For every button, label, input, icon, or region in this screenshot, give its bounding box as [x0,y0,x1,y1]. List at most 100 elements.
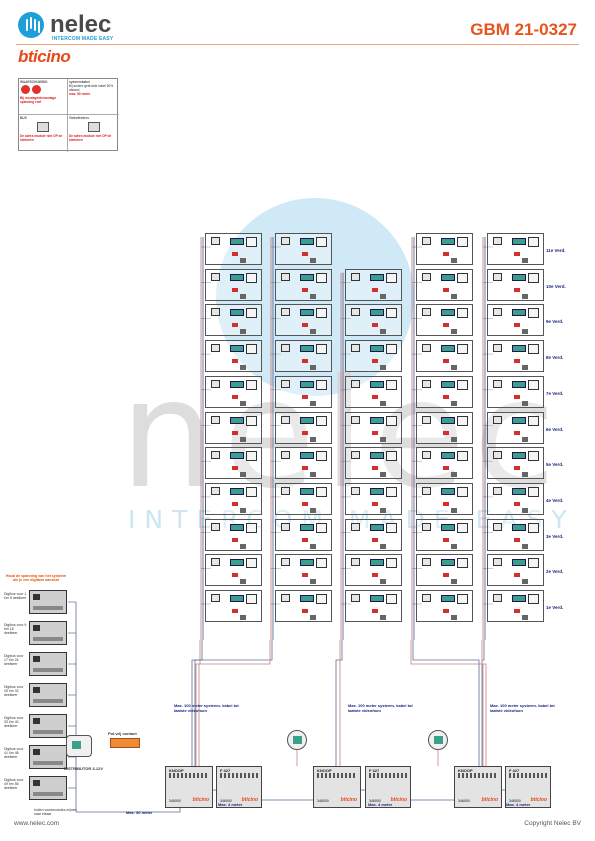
indicator-icon [443,359,449,364]
indicator-icon [443,573,449,578]
videophone-icon [246,379,257,390]
power-supply-icon [29,621,67,645]
module-code: 346000 [509,799,521,803]
videophone-icon [386,415,397,426]
apartment-panel [205,340,262,373]
bus-module-icon [351,344,360,353]
footer-website[interactable]: www.nelec.com [14,820,60,827]
videophone-icon [386,344,397,355]
bus-module-icon [351,451,360,460]
module-code: 346000 [369,799,381,803]
connector-icon [240,293,246,299]
connector-icon [240,579,246,585]
terminal-icon [370,345,384,353]
connector-icon [451,400,457,406]
videophone-icon [246,451,257,462]
indicator-icon [372,609,378,613]
bus-module-icon [351,594,360,602]
bus-module-icon [281,522,290,531]
bus-module-icon [211,308,220,317]
bus-module-icon [281,486,290,495]
terminal-icon [230,416,244,424]
terminal-icon [370,487,384,495]
bus-module-icon [351,272,360,281]
legend-video-title: Videofeeders [69,116,89,120]
terminal-icon [300,273,314,281]
terminal-icon [512,595,526,602]
apartment-panel [275,590,332,622]
connector-icon [240,400,246,406]
bus-module-icon [493,308,502,317]
legend-bus: BUS De adres module niet OP de klemmen [19,115,68,152]
bus-module-icon [422,344,431,353]
no-entry-icon [32,85,41,94]
indicator-icon [302,287,308,292]
supply-label: Digibus voor 33 t/m 40 deelkeer [4,716,24,728]
connector-icon [380,507,386,513]
apartment-panel [205,554,262,587]
power-supply-icon [29,714,67,738]
bus-module-icon [281,379,290,388]
indicator-icon [302,430,308,435]
videophone-icon [246,272,257,283]
videophone-icon [528,415,539,426]
indicator-icon [514,430,520,435]
apartment-panel [205,268,262,301]
connector-icon [451,472,457,478]
indicator-icon [232,537,238,542]
bus-module-icon [211,344,220,353]
terminal-icon [230,238,244,245]
videophone-icon [386,486,397,497]
bus-module-icon [422,451,431,460]
apartment-panel [205,233,262,265]
apartment-panel [205,411,262,444]
connector-icon [380,329,386,335]
bus-module-icon [493,272,502,281]
module-brand: bticino [530,797,547,803]
connector-icon [310,329,316,335]
partner-logo: bticino [18,47,71,66]
connector-icon [451,579,457,585]
module-brand: bticino [241,797,258,803]
videophone-icon [528,379,539,390]
videophone-icon [528,451,539,462]
module-label: F 427 [220,768,231,773]
connector-icon [240,615,246,620]
power-supply-icon [29,652,67,676]
indicator-icon [514,287,520,292]
connector-icon [522,472,528,478]
supply-label: Digibus voor 1 t/m 8 deelkeer [4,592,27,600]
terminal-icon [512,416,526,424]
connector-icon [240,543,246,549]
videophone-icon [246,237,257,247]
terminal-icon [230,380,244,388]
connector-icon [522,543,528,549]
distance-label-3: Max. 4 meter [368,802,393,807]
apartment-panel [345,482,402,515]
terminal-icon [441,273,455,281]
brand-logo: nelec [18,12,111,38]
apartment-panel [487,304,544,337]
brand-tagline: INTERCOM MADE EASY [52,36,114,42]
apartment-panel [487,554,544,587]
indicator-icon [232,466,238,471]
videophone-icon [316,451,327,462]
connector-icon [522,258,528,263]
bus-module-icon [211,522,220,531]
bus-module-icon [211,451,220,460]
indicator-icon [372,501,378,506]
videophone-icon [386,272,397,283]
connector-icon [380,579,386,585]
indicator-icon [514,609,520,613]
legend-warning-text: Bij montage/demontage spanning eraf [20,96,57,104]
terminal-icon [370,559,384,567]
legend-bus-text: De adres module niet OP de klemmen [20,134,63,142]
indicator-icon [514,501,520,506]
apartment-panel [345,411,402,444]
terminal-icon [370,416,384,424]
apartment-panel [487,518,544,551]
terminal-icon [441,380,455,388]
bus-module-icon [211,594,220,602]
